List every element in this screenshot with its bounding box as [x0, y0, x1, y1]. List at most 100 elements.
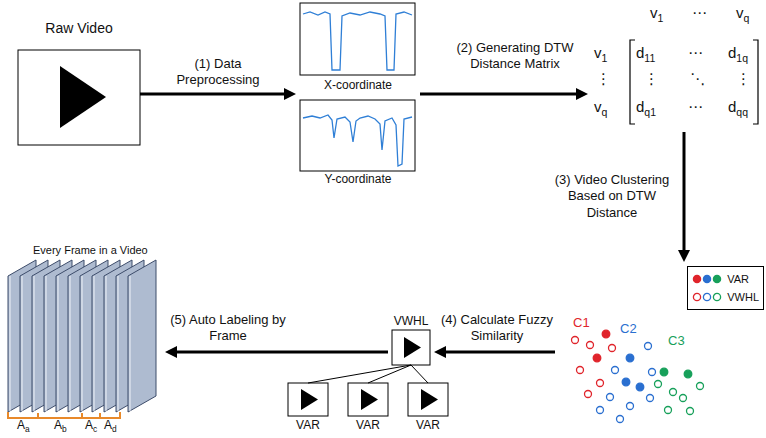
scatter-points: [602, 330, 610, 338]
arrow-head: [284, 88, 296, 100]
scatter-points: [645, 343, 652, 350]
matrix-entry: ⋮: [644, 70, 659, 87]
video-icon: [288, 330, 448, 416]
matrix-entry: v1: [650, 4, 663, 21]
scatter-points: [660, 368, 668, 376]
video-icon: [392, 330, 430, 365]
legend-text: VWHL: [727, 291, 759, 303]
legend-dot: [714, 293, 721, 300]
scatter-points: [626, 354, 634, 362]
matrix-entry: vq: [594, 98, 607, 115]
matrix-bracket: [753, 40, 758, 124]
arrow-head: [678, 250, 690, 262]
connector-line: [140, 93, 285, 96]
frame-edge: [22, 276, 23, 411]
video-node: VWHL: [388, 315, 434, 365]
matrix-entry: dq1: [636, 98, 656, 115]
segment-label: Ac: [85, 419, 97, 433]
play-symbol: [301, 337, 438, 410]
connector-line: [445, 351, 555, 354]
frame-edge: [46, 276, 47, 411]
scatter-points: [649, 369, 656, 376]
scatter-points: [593, 354, 601, 362]
edge-label: (2) Generating DTW Distance Matrix: [440, 40, 590, 73]
video-icon: [288, 383, 328, 416]
scatter-points: [597, 343, 656, 423]
frames-node: Every Frame in a VideoAaAbAcAd: [5, 244, 165, 438]
scatter-points: [687, 408, 694, 415]
cluster-label: C3: [668, 334, 685, 349]
x-plot: [300, 3, 415, 75]
x-plot: [303, 12, 412, 70]
scatter-points: [572, 337, 579, 344]
scatter-points: [684, 370, 692, 378]
video-icon: [18, 50, 140, 145]
legend-dot: [704, 275, 711, 282]
scatter-points: [665, 407, 672, 414]
scatter-points: [597, 380, 604, 387]
plot-label: Y-coordinate: [325, 173, 392, 187]
frame-edge: [94, 276, 95, 411]
connector-line: [368, 365, 411, 383]
frame-edge: [34, 276, 35, 411]
connector: [420, 88, 588, 100]
scatter-points: [617, 416, 624, 423]
node-label: VAR: [296, 419, 320, 433]
matrix-entry: dqq: [728, 98, 748, 115]
scatter-points: [585, 391, 592, 398]
arrow-head: [165, 346, 177, 358]
y-plot: [300, 100, 415, 171]
scatter-points: [680, 395, 687, 402]
connector: [308, 365, 411, 383]
video-icon: [60, 66, 106, 128]
legend-dot: [694, 293, 701, 300]
legend-dot: [694, 275, 701, 282]
scatter-points: [609, 345, 616, 352]
scatter-points: [577, 367, 584, 374]
node-label: VWHL: [394, 315, 429, 329]
connector: [678, 132, 690, 262]
matrix-entry: v1: [594, 44, 607, 61]
play-symbol: [404, 337, 421, 358]
connector-line: [420, 93, 577, 96]
frame-edge: [58, 276, 59, 411]
scatter-points: [670, 389, 677, 396]
scatter-points: [622, 354, 644, 391]
legend-row: VAR: [692, 270, 759, 288]
plot-label: X-coordinate: [324, 79, 392, 93]
matrix-entry: ⋱: [690, 70, 705, 87]
frame-stack: [8, 260, 156, 412]
legend-text: VAR: [727, 273, 749, 285]
cluster-node: C1C2C3: [555, 262, 690, 427]
y-plot: [303, 115, 412, 166]
legend-row: VWHL: [692, 288, 759, 306]
video-node: Raw Video: [18, 20, 140, 145]
scatter-points: [572, 330, 704, 422]
video-icon: [408, 383, 448, 416]
edge-label: (1) Data Preprocessing: [168, 56, 268, 89]
segment-label: Aa: [17, 419, 30, 433]
cluster-label: C2: [620, 322, 637, 337]
node-label: VAR: [416, 419, 440, 433]
matrix-entry: ⋯: [688, 98, 703, 115]
connector-line: [176, 351, 388, 354]
legend-sample: [692, 273, 724, 285]
video-icon: [18, 50, 140, 145]
scatter-points: [593, 330, 610, 362]
arrow-head: [434, 346, 446, 358]
segment-bracket: [8, 412, 120, 418]
connector: [140, 88, 296, 100]
node-label: VAR: [356, 419, 380, 433]
frame-edge: [130, 276, 131, 411]
matrix-entry: ⋮: [596, 70, 611, 87]
matrix-entry: ⋯: [692, 4, 707, 21]
scatter-points: [587, 342, 594, 349]
segment-label: Ab: [54, 419, 67, 433]
matrix-entry: vq: [736, 4, 749, 21]
connector: [368, 365, 411, 383]
frame-edge: [118, 276, 119, 411]
segment-label: Ad: [104, 419, 117, 433]
edge-label: (5) Auto Labeling by Frame: [168, 312, 288, 345]
x-plot: [300, 3, 415, 75]
